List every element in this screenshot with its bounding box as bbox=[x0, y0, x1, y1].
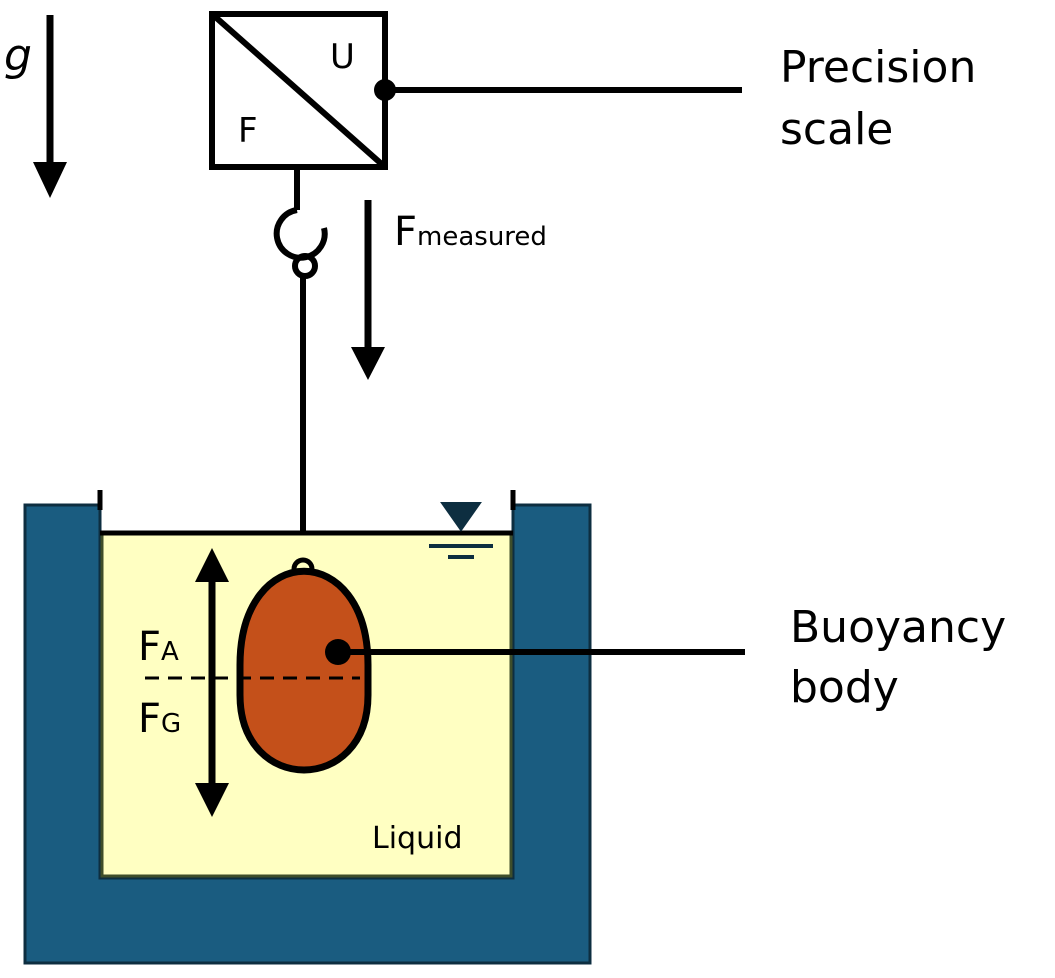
gravity-force-label: FG bbox=[138, 696, 181, 742]
precision-scale-label-line2: scale bbox=[780, 104, 893, 155]
buoyancy-body-label-line2: body bbox=[790, 662, 899, 713]
buoyancy-body-label-line1: Buoyancy bbox=[790, 602, 1006, 653]
measured-force-arrow bbox=[351, 200, 385, 380]
measured-force-label: Fmeasured bbox=[394, 209, 547, 255]
liquid-label: Liquid bbox=[372, 821, 462, 856]
water-level-symbol bbox=[429, 502, 493, 559]
force-double-arrow bbox=[195, 548, 229, 817]
gravity-arrow bbox=[33, 15, 67, 198]
buoyancy-body bbox=[236, 557, 372, 774]
gravity-label: g bbox=[4, 30, 32, 81]
buoyant-force-label: FA bbox=[138, 624, 179, 670]
scale-input-symbol: F bbox=[238, 111, 258, 151]
precision-scale-label-line1: Precision bbox=[780, 42, 976, 93]
tank bbox=[23, 490, 592, 965]
buoyancy-body-leader bbox=[325, 639, 745, 665]
suspension-hook bbox=[273, 167, 328, 279]
scale-output-symbol: U bbox=[330, 37, 355, 77]
precision-scale-leader bbox=[374, 79, 742, 101]
